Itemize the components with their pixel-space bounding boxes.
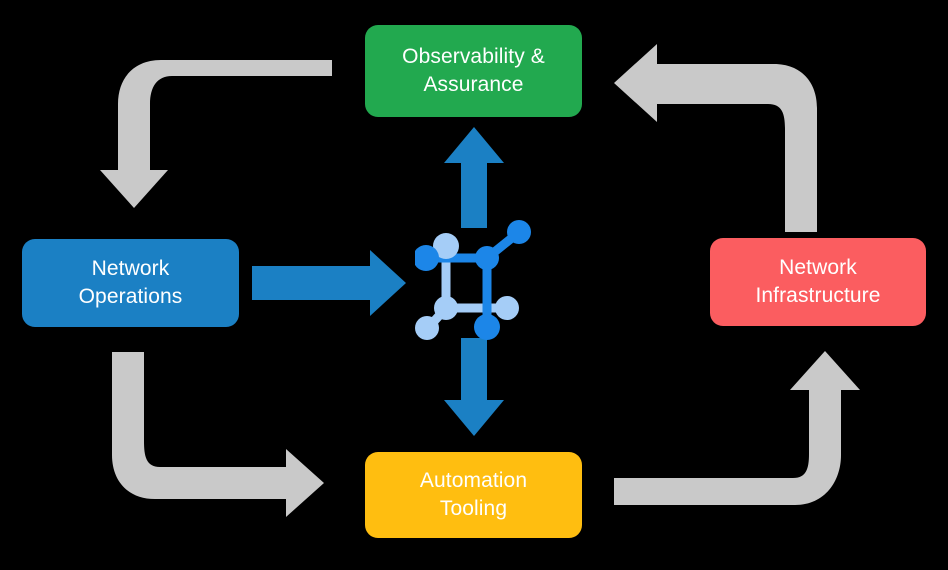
connector-automation-to-infrastructure	[614, 351, 860, 505]
node-network-infrastructure[interactable]: Network Infrastructure	[710, 238, 926, 326]
connector-operations-to-automation	[112, 352, 324, 517]
network-topology-icon	[415, 220, 531, 340]
connector-center-to-automation	[444, 338, 504, 436]
node-observability-assurance[interactable]: Observability & Assurance	[365, 25, 582, 117]
connector-observability-to-operations	[100, 60, 332, 208]
node-automation-tooling[interactable]: Automation Tooling	[365, 452, 582, 538]
icon-light-nodes	[415, 233, 519, 340]
connector-center-to-observability	[444, 127, 504, 228]
node-network-operations[interactable]: Network Operations	[22, 239, 239, 327]
connector-infrastructure-to-observability	[614, 44, 817, 232]
connector-operations-to-center	[252, 250, 406, 316]
icon-dark-nodes	[415, 220, 531, 340]
